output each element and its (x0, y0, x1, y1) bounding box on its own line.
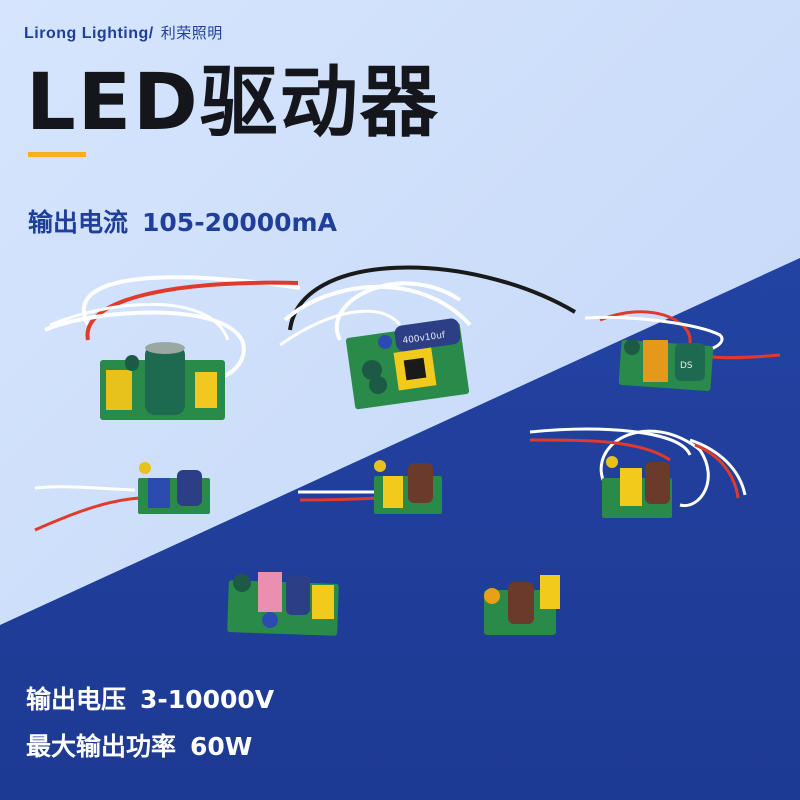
brand-logo: Lirong Lighting/ 利荣照明 (24, 22, 223, 43)
title-underline (28, 152, 86, 157)
spec-output-current: 输出电流 105-20000mA (28, 203, 337, 239)
spec-label: 输出电压 (26, 685, 127, 714)
spec-value: 105-20000mA (142, 208, 337, 237)
brand-name-cn: 利荣照明 (160, 24, 223, 42)
brand-name-en: Lirong Lighting/ (24, 25, 154, 42)
spec-label: 输出电流 (28, 208, 129, 237)
spec-label: 最大输出功率 (26, 732, 177, 761)
dark-diagonal-band (0, 258, 800, 800)
spec-max-power: 最大输出功率 60W (26, 727, 252, 763)
driver-b-image: 400v10uf (279, 265, 577, 410)
driver-a-image (44, 275, 301, 420)
spec-output-voltage: 输出电压 3-10000V (26, 680, 274, 716)
driver-d-image (34, 462, 210, 532)
svg-text:DS: DS (680, 361, 693, 371)
page-title: LED驱动器 (26, 58, 440, 148)
driver-f-image (529, 427, 747, 518)
driver-e-image (298, 460, 442, 514)
spec-value: 60W (190, 732, 253, 761)
driver-h-image (484, 575, 560, 635)
driver-g-image (227, 572, 339, 636)
driver-c-image: DS (584, 310, 781, 391)
spec-value: 3-10000V (140, 685, 275, 714)
